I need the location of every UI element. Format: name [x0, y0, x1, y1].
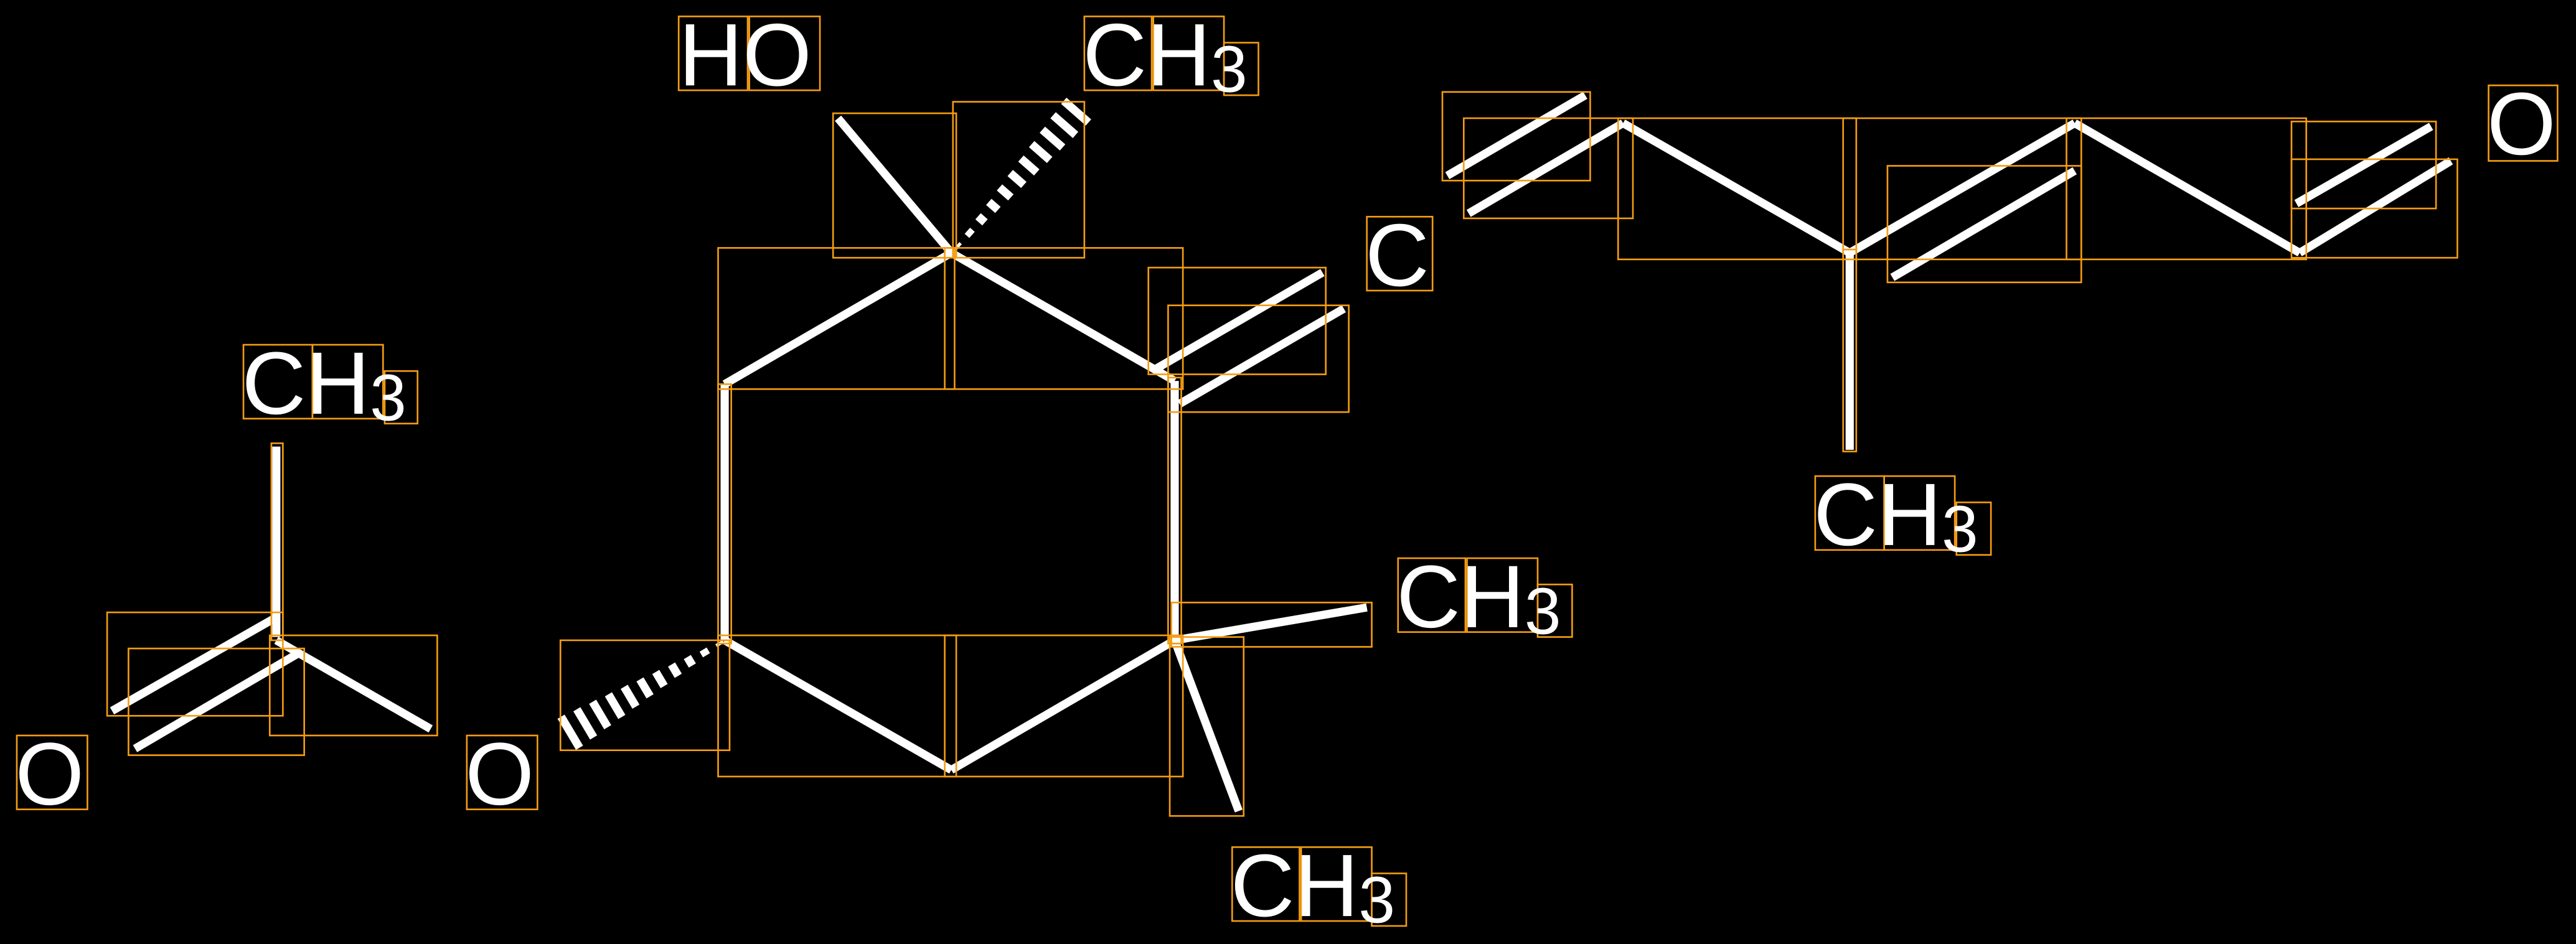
bounding-box: [1147, 266, 1327, 375]
carbon-label: C: [1365, 206, 1429, 305]
hash-stroke: [573, 707, 598, 740]
bounding-box: [952, 101, 1086, 259]
bond: [949, 249, 1177, 385]
bounding-box: [717, 634, 957, 778]
bounding-box: [383, 370, 419, 424]
hash-stroke: [1040, 126, 1066, 151]
bounding-box: [944, 247, 1184, 390]
bounding-box: [2290, 120, 2437, 210]
bounding-box: [677, 16, 749, 91]
methyl-label-bottom: CH3: [1231, 836, 1395, 937]
bounding-box: [311, 343, 384, 420]
methyl-label-acetyl: CH3: [242, 334, 406, 435]
bounding-box: [1170, 601, 1373, 648]
bounding-box: [1167, 376, 1182, 645]
hash-stroke: [589, 699, 611, 729]
methyl-label-chain: CH3: [1813, 465, 1978, 566]
bounding-box: [1371, 872, 1408, 927]
bounding-box: [1397, 557, 1467, 633]
bond: [2297, 157, 2453, 256]
bounding-box: [1366, 215, 1434, 292]
methyl-label-ring: CH3: [1396, 548, 1561, 648]
bounding-box: [1886, 165, 2082, 284]
bond: [1177, 305, 1347, 408]
bond: [1445, 91, 1587, 179]
bond: [1170, 638, 1243, 813]
hash-stroke: [1018, 155, 1040, 176]
bond: [1890, 167, 2077, 281]
bond: [1466, 119, 1625, 217]
bonds: [110, 91, 2453, 813]
bounding-box: [944, 634, 1184, 778]
methyl-label-top: CH3: [1083, 6, 1247, 106]
bounding-box: [466, 734, 538, 810]
bounding-box: [559, 639, 731, 752]
oxygen-label-ester: O: [465, 725, 534, 824]
hash-stroke: [668, 662, 682, 678]
bounding-box: [128, 647, 306, 756]
bounding-box: [1083, 16, 1153, 91]
bounding-box: [1223, 42, 1259, 96]
atom-labels: HO CH3 C O CH3 CH3 CH3 O O CH3: [15, 6, 2555, 937]
bounding-box: [106, 611, 284, 717]
bounding-box: [717, 383, 732, 645]
bond: [133, 648, 303, 752]
hash-stroke: [1007, 170, 1027, 189]
bounding-box: [1441, 91, 1591, 182]
hash-stroke: [975, 213, 988, 226]
bond: [110, 614, 279, 715]
hash-stroke: [652, 670, 668, 688]
bounding-box: [1842, 248, 1858, 452]
bounding-boxes: [16, 16, 2559, 927]
oxygen-label-carbonyl: O: [15, 725, 84, 824]
hydroxyl-label: HO: [679, 6, 812, 105]
hash-stroke: [964, 227, 975, 238]
bounding-box: [2066, 117, 2308, 261]
hash-stroke: [986, 199, 1001, 213]
bounding-box: [717, 247, 956, 390]
bounding-box: [1462, 117, 1634, 220]
bond: [1152, 269, 1325, 373]
bond: [722, 249, 954, 388]
bond: [722, 637, 954, 774]
hash-stroke: [699, 647, 710, 658]
bounding-box: [2488, 84, 2559, 162]
hash-stroke: [557, 714, 583, 750]
bond: [2072, 119, 2302, 257]
bounding-box: [1231, 846, 1300, 922]
bond: [835, 115, 955, 256]
hash-stroke: [1050, 112, 1079, 138]
bounding-box: [16, 734, 88, 810]
hashed-wedge-bond: [557, 640, 725, 750]
bounding-box: [1167, 304, 1350, 413]
bounding-box: [1617, 117, 1858, 261]
bounding-box: [270, 442, 284, 642]
bond: [1620, 119, 1852, 257]
hash-stroke: [684, 655, 696, 668]
bond: [1173, 603, 1368, 645]
hashed-wedge-bond: [954, 98, 1091, 251]
bond: [949, 637, 1177, 774]
bond: [274, 637, 433, 733]
hash-stroke: [997, 184, 1014, 201]
bounding-box: [832, 112, 957, 259]
bounding-box: [748, 16, 821, 91]
oxygen-label-aldehyde: O: [2487, 75, 2556, 174]
bounding-box: [1955, 501, 1992, 556]
hash-stroke: [636, 677, 654, 699]
hash-stroke: [1028, 141, 1053, 163]
bond: [2294, 123, 2433, 207]
bounding-box: [1883, 475, 1956, 551]
bounding-box: [268, 634, 438, 737]
hash-stroke: [621, 685, 640, 709]
bounding-box: [1168, 636, 1245, 817]
bounding-box: [1536, 583, 1573, 638]
hash-stroke: [604, 692, 626, 719]
